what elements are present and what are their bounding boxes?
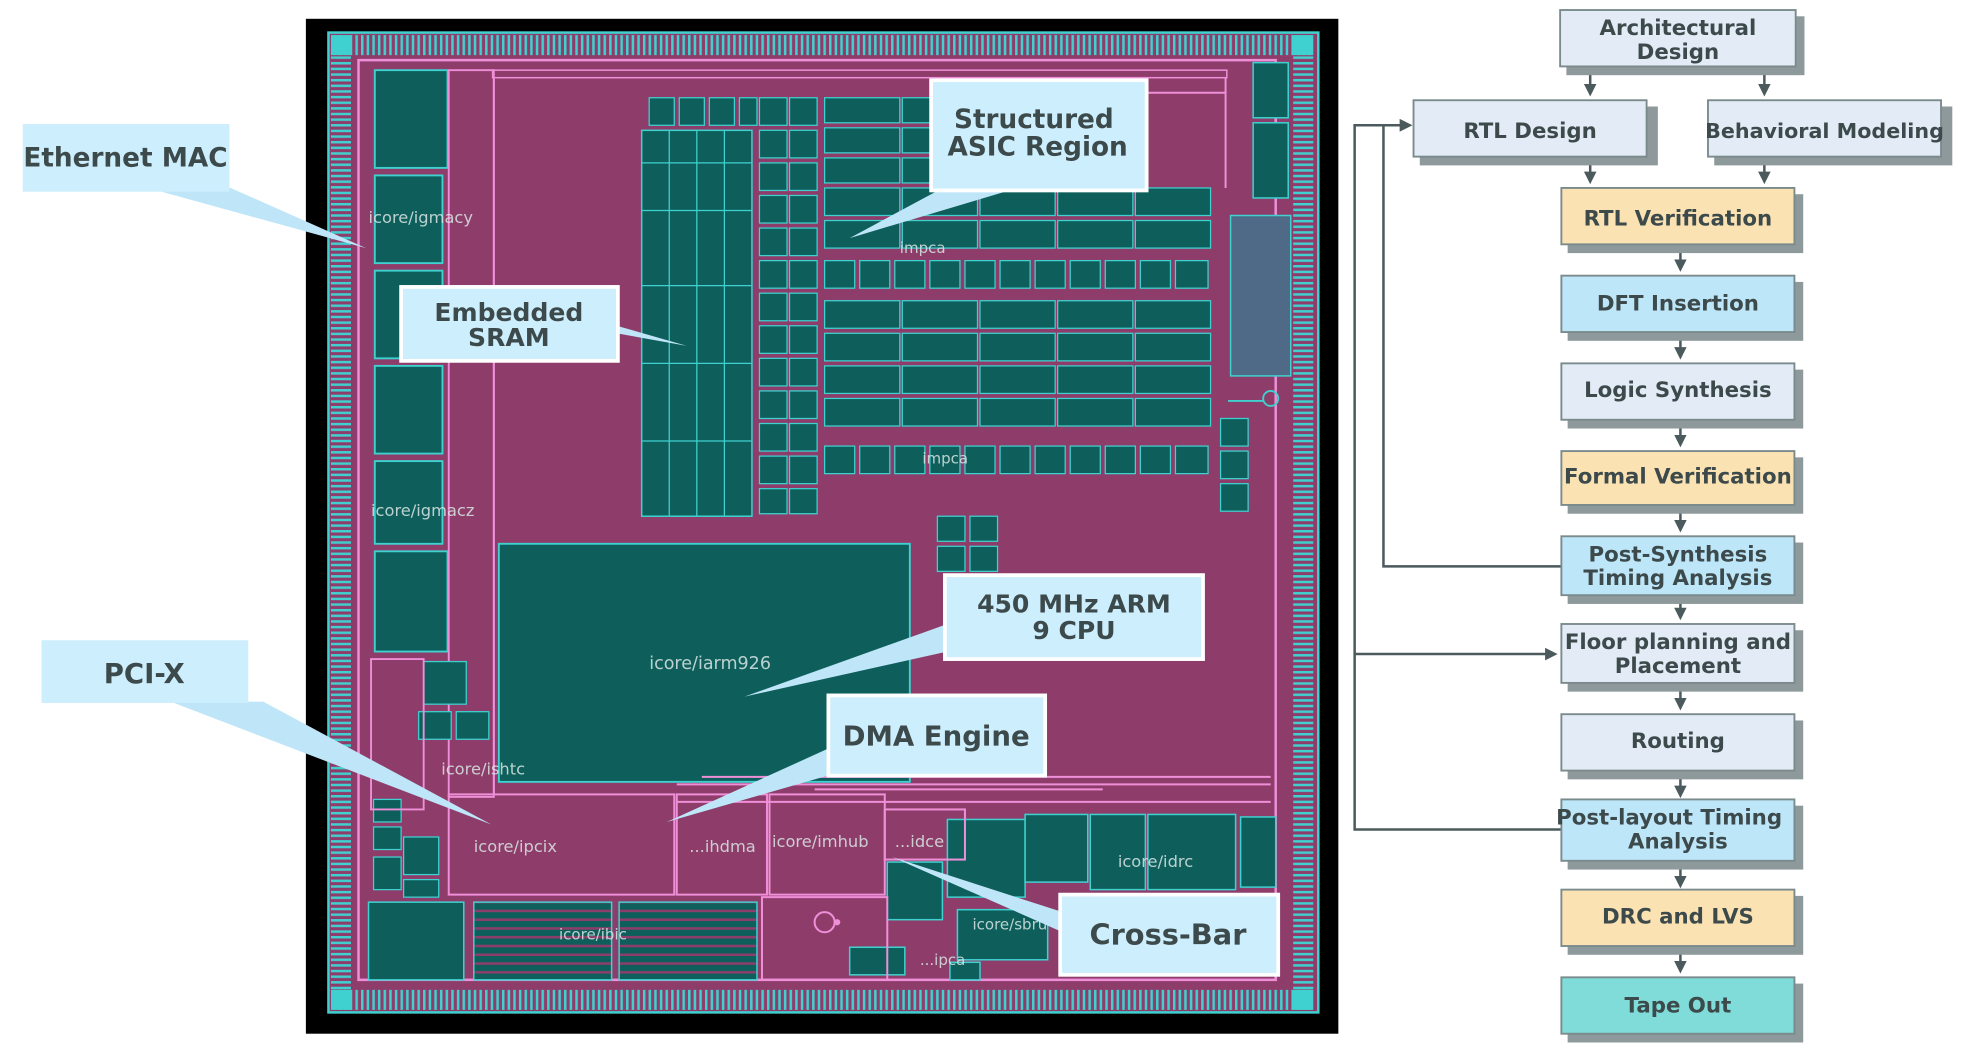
flow-text-floor-planning-1: Floor planning and xyxy=(1565,630,1791,655)
block-label-sbru: icore/sbru xyxy=(972,916,1047,934)
flow-box-floor-planning xyxy=(1560,623,1796,684)
sram-top-cells xyxy=(648,97,758,126)
flow-text-logic-synthesis: Logic Synthesis xyxy=(1584,378,1772,403)
flow-text-dft-insertion: DFT Insertion xyxy=(1597,292,1759,317)
flow-box-architectural-design xyxy=(1559,9,1797,68)
pointer-asic-region xyxy=(849,185,1018,239)
block-label-mpca-mid: impca xyxy=(922,450,968,468)
callout-arm-line1: 450 MHz ARM xyxy=(977,590,1171,619)
block-label-arm: icore/iarm926 xyxy=(649,654,771,674)
flow-box-post-layout-timing xyxy=(1560,798,1796,862)
flow-text-rtl-design: RTL Design xyxy=(1463,119,1596,144)
flow-box-post-synthesis-timing xyxy=(1560,535,1796,597)
callout-pci-x: PCI-X xyxy=(41,640,249,703)
block-label-dce: ...idce xyxy=(895,832,944,851)
flow-box-formal-verification xyxy=(1560,450,1796,506)
callout-structured-asic: Structured ASIC Region xyxy=(929,78,1149,193)
pin-ring-bottom xyxy=(333,989,1314,1010)
callout-dma-engine: DMA Engine xyxy=(826,693,1048,778)
flow-text-behavioral-modeling: Behavioral Modeling xyxy=(1705,119,1944,143)
flow-text-post-synthesis-2: Timing Analysis xyxy=(1583,566,1772,591)
flow-box-rtl-design xyxy=(1412,99,1648,158)
asic-lower-rows xyxy=(823,300,1249,572)
flow-box-dft-insertion xyxy=(1560,274,1796,333)
bottom-blocks xyxy=(367,813,1237,981)
block-label-mpca-top: impca xyxy=(900,239,946,257)
callout-dma-text: DMA Engine xyxy=(843,721,1030,753)
callout-sram-line2: SRAM xyxy=(468,323,550,352)
asic-cell-column xyxy=(758,97,818,515)
block-label-dma: ...ihdma xyxy=(689,837,755,856)
pin-ring-top xyxy=(333,35,1314,56)
flow-box-routing xyxy=(1560,713,1796,772)
callout-asic-line1: Structured xyxy=(954,105,1114,135)
flow-text-architectural-design-1: Architectural xyxy=(1599,16,1756,41)
flow-text-post-layout-2: Analysis xyxy=(1628,829,1728,854)
flow-text-post-synthesis-1: Post-Synthesis xyxy=(1589,542,1768,567)
design-flow: Architectural Design RTL Design Behavior… xyxy=(1353,9,1953,1043)
flow-box-logic-synthesis xyxy=(1560,362,1796,421)
block-label-ishtc: icore/ishtc xyxy=(441,759,525,778)
flow-box-tape-out xyxy=(1560,976,1796,1035)
flow-text-post-layout-1: Post-layout Timing xyxy=(1556,805,1782,830)
block-label-ipcix: icore/ipcix xyxy=(474,837,558,856)
right-edge-blocks xyxy=(1229,61,1292,888)
block-label-imhub: icore/imhub xyxy=(772,832,869,851)
pointer-cross-bar xyxy=(892,857,1063,933)
flow-box-shadows xyxy=(1419,16,1953,1043)
flow-boxes xyxy=(1412,9,1942,1035)
callout-sram-line1: Embedded xyxy=(434,298,583,327)
callout-arm-cpu: 450 MHz ARM 9 CPU xyxy=(943,573,1205,661)
callout-cross-bar: Cross-Bar xyxy=(1058,892,1281,977)
flow-text-tape-out: Tape Out xyxy=(1625,993,1732,1018)
flow-box-drc-lvs xyxy=(1560,888,1796,947)
flow-text-formal-verification: Formal Verification xyxy=(1564,465,1792,490)
callout-arm-line2: 9 CPU xyxy=(1032,616,1115,645)
chip-die: icore/igmacy icore/igmacz impca impca ic… xyxy=(305,18,1339,1034)
flow-text-drc-lvs: DRC and LVS xyxy=(1602,904,1754,929)
sram-grid xyxy=(641,130,752,517)
left-memory-column xyxy=(373,69,449,653)
block-label-idrc: icore/idrc xyxy=(1118,852,1193,871)
block-label-ibic: icore/ibic xyxy=(559,926,627,944)
callout-embedded-sram: Embedded SRAM xyxy=(399,285,620,363)
callout-pci-x-text: PCI-X xyxy=(104,658,185,690)
callout-ethernet-mac: Ethernet MAC xyxy=(22,124,230,192)
block-label-gmacy: icore/igmacy xyxy=(369,208,474,227)
callout-boxes: Ethernet MAC Structured ASIC Region Embe… xyxy=(22,78,1281,977)
flow-text-floor-planning-2: Placement xyxy=(1615,654,1741,679)
callout-cross-bar-text: Cross-Bar xyxy=(1089,918,1247,952)
block-label-ipca: ...ipca xyxy=(920,951,965,969)
callout-asic-line2: ASIC Region xyxy=(948,132,1128,162)
flow-box-rtl-verification xyxy=(1560,187,1796,246)
flow-text-rtl-verification: RTL Verification xyxy=(1584,207,1773,232)
chip-block-labels: icore/igmacy icore/igmacz impca impca ic… xyxy=(369,208,1194,969)
flow-box-behavioral-modeling xyxy=(1707,99,1942,158)
asic-mid-cells xyxy=(823,259,1209,289)
block-label-gmacz: icore/igmacz xyxy=(371,501,474,520)
pin-ring-right xyxy=(1293,55,1314,990)
flow-text-architectural-design-2: Design xyxy=(1637,40,1720,65)
pointer-embedded-sram xyxy=(616,325,687,346)
callout-ethernet-mac-text: Ethernet MAC xyxy=(23,144,227,174)
pin-ring-left xyxy=(330,55,351,990)
flow-text-routing: Routing xyxy=(1631,729,1725,754)
